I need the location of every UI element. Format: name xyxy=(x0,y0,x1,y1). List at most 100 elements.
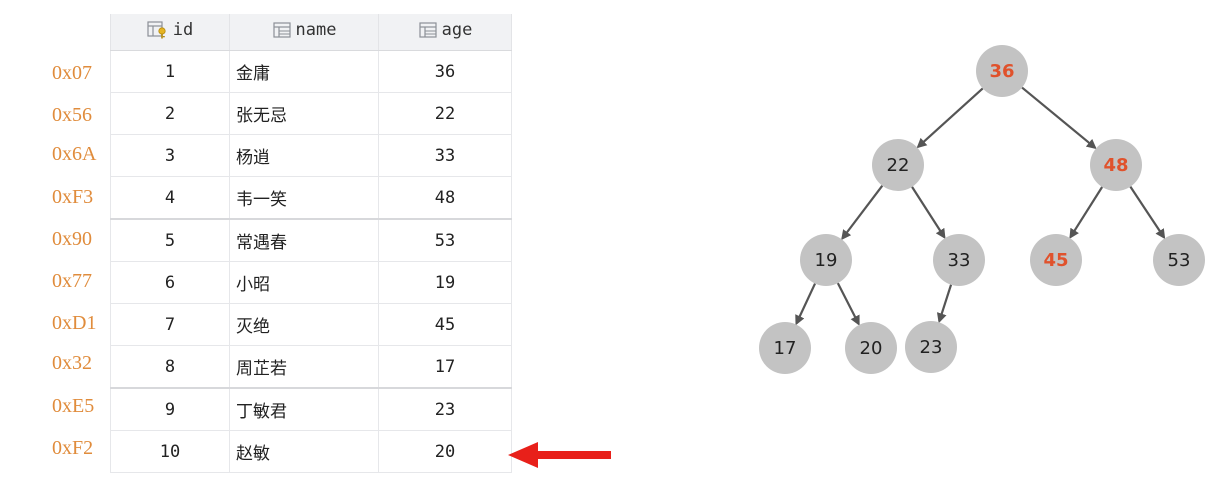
table-row[interactable]: 2 张无忌 22 xyxy=(110,92,512,135)
cell-age[interactable]: 19 xyxy=(378,261,512,304)
cell-id[interactable]: 10 xyxy=(110,430,230,473)
memory-address-label: 0xD1 xyxy=(52,312,97,334)
table-column-icon xyxy=(272,22,291,38)
tree-edge-n36-n22 xyxy=(916,87,984,149)
cell-name[interactable]: 赵敏 xyxy=(229,430,379,473)
tree-node-23: 23 xyxy=(905,321,957,373)
tree-node-19: 19 xyxy=(800,234,852,286)
column-header-age[interactable]: age xyxy=(378,14,512,51)
tree-node-circle xyxy=(800,234,852,286)
cell-age[interactable]: 33 xyxy=(378,134,512,177)
memory-address-label: 0x56 xyxy=(52,104,92,126)
cell-name[interactable]: 常遇春 xyxy=(229,219,379,262)
table-row[interactable]: 3 杨逍 33 xyxy=(110,134,512,177)
memory-address-label: 0x6A xyxy=(52,143,97,165)
tree-node-circle xyxy=(1090,139,1142,191)
cell-age-value: 53 xyxy=(434,230,456,251)
cell-age[interactable]: 20 xyxy=(378,430,512,473)
cell-id-value: 1 xyxy=(164,61,176,82)
cell-name-value: 周芷若 xyxy=(236,359,287,379)
tree-node-circle xyxy=(845,322,897,374)
cell-name-value: 金庸 xyxy=(236,64,270,84)
cell-name[interactable]: 金庸 xyxy=(229,50,379,93)
memory-address-label: 0x07 xyxy=(52,62,92,84)
cell-age[interactable]: 22 xyxy=(378,92,512,135)
column-header-name-label: name xyxy=(295,20,337,40)
cell-age[interactable]: 36 xyxy=(378,50,512,93)
memory-address-label: 0xE5 xyxy=(52,395,95,417)
table-row[interactable]: 5 常遇春 53 xyxy=(110,219,512,262)
cell-id[interactable]: 5 xyxy=(110,219,230,262)
tree-node-circle xyxy=(976,45,1028,97)
cell-id-value: 3 xyxy=(164,145,176,166)
table-row[interactable]: 1 金庸 36 xyxy=(110,50,512,93)
cell-age[interactable]: 17 xyxy=(378,345,512,389)
cell-name[interactable]: 张无忌 xyxy=(229,92,379,135)
cell-name[interactable]: 灭绝 xyxy=(229,303,379,346)
memory-address-label: 0xF2 xyxy=(52,437,94,459)
tree-node-22: 22 xyxy=(872,139,924,191)
cell-id[interactable]: 9 xyxy=(110,388,230,431)
cell-age-value: 20 xyxy=(434,441,456,462)
cell-name-value: 韦一笑 xyxy=(236,190,287,210)
cell-age[interactable]: 53 xyxy=(378,219,512,262)
column-header-id-label: id xyxy=(172,19,194,40)
cell-id[interactable]: 2 xyxy=(110,92,230,135)
cell-id[interactable]: 6 xyxy=(110,261,230,304)
cell-name[interactable]: 周芷若 xyxy=(229,345,379,389)
primary-key-column-icon xyxy=(147,20,166,38)
memory-address-label: 0x32 xyxy=(52,352,92,374)
cell-id-value: 5 xyxy=(164,230,176,251)
left-arrow-icon xyxy=(508,442,611,468)
table-column-icon xyxy=(419,22,437,38)
tree-edge-n19-n20 xyxy=(836,282,860,326)
cell-age-value: 33 xyxy=(434,145,456,166)
cell-name[interactable]: 小昭 xyxy=(229,261,379,304)
cell-name-value: 张无忌 xyxy=(236,106,287,126)
cell-name[interactable]: 韦一笑 xyxy=(229,176,379,220)
cell-age-value: 45 xyxy=(434,314,456,335)
cell-age[interactable]: 23 xyxy=(378,388,512,431)
cell-name-value: 丁敏君 xyxy=(236,402,287,422)
tree-node-label: 33 xyxy=(948,250,971,271)
table-row[interactable]: 4 韦一笑 48 xyxy=(110,176,512,220)
tree-node-label: 48 xyxy=(1103,155,1128,176)
cell-age-value: 48 xyxy=(434,187,456,208)
cell-age-value: 36 xyxy=(434,61,456,82)
tree-edge-n33-n23 xyxy=(936,284,953,324)
tree-node-label: 20 xyxy=(860,338,883,359)
tree-node-53: 53 xyxy=(1153,234,1205,286)
tree-node-45: 45 xyxy=(1030,234,1082,286)
tree-node-circle xyxy=(759,322,811,374)
tree-node-label: 22 xyxy=(887,155,910,176)
table-row[interactable]: 7 灭绝 45 xyxy=(110,303,512,346)
cell-id[interactable]: 7 xyxy=(110,303,230,346)
tree-edge-n36-n48 xyxy=(1021,86,1097,150)
table-row[interactable]: 8 周芷若 17 xyxy=(110,345,512,389)
cell-age[interactable]: 45 xyxy=(378,303,512,346)
tree-edge-n48-n53 xyxy=(1129,186,1166,240)
cell-name[interactable]: 丁敏君 xyxy=(229,388,379,431)
cell-name[interactable]: 杨逍 xyxy=(229,134,379,177)
cell-id[interactable]: 4 xyxy=(110,176,230,220)
tree-node-label: 23 xyxy=(920,337,943,358)
tree-node-circle xyxy=(905,321,957,373)
tree-node-label: 53 xyxy=(1168,250,1191,271)
cell-age[interactable]: 48 xyxy=(378,176,512,220)
tree-node-circle xyxy=(1030,234,1082,286)
cell-id[interactable]: 8 xyxy=(110,345,230,389)
column-header-id[interactable]: id xyxy=(110,14,230,51)
column-header-age-label: age xyxy=(441,20,473,40)
memory-address-label: 0xF3 xyxy=(52,186,94,208)
cell-name-value: 灭绝 xyxy=(236,317,270,337)
cell-id[interactable]: 1 xyxy=(110,50,230,93)
cell-name-value: 常遇春 xyxy=(236,233,287,253)
cell-id[interactable]: 3 xyxy=(110,134,230,177)
table-row[interactable]: 9 丁敏君 23 xyxy=(110,388,512,431)
column-header-name[interactable]: name xyxy=(229,14,379,51)
tree-node-label: 45 xyxy=(1043,250,1068,271)
